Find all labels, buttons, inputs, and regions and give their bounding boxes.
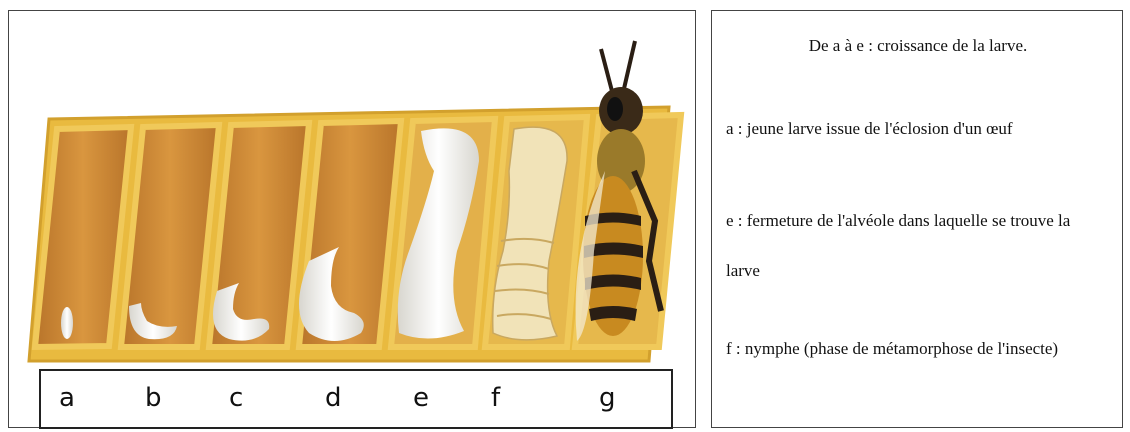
stage-label-a: a (59, 383, 75, 413)
cell-g (575, 41, 681, 347)
honeycomb-cells-illustration (9, 11, 697, 371)
stage-label-c: c (229, 383, 243, 413)
stage-label-d: d (325, 383, 342, 413)
stage-label-f: f (491, 383, 500, 413)
description-panel: De a à e : croissance de la larve. a : j… (711, 10, 1123, 428)
stage-label-strip: a b c d e f g (39, 369, 673, 429)
egg-larva-a (61, 307, 73, 339)
stage-label-g: g (599, 383, 616, 413)
description-f: f : nymphe (phase de métamorphose de l'i… (726, 339, 1058, 359)
description-e-line2: larve (726, 261, 760, 281)
stage-label-b: b (145, 383, 162, 413)
description-title: De a à e : croissance de la larve. (712, 36, 1124, 56)
description-a: a : jeune larve issue de l'éclosion d'un… (726, 119, 1013, 139)
stage-label-e: e (413, 383, 429, 413)
honeycomb-illustration-panel: a b c d e f g (8, 10, 696, 428)
description-e-line1: e : fermeture de l'alvéole dans laquelle… (726, 211, 1070, 231)
